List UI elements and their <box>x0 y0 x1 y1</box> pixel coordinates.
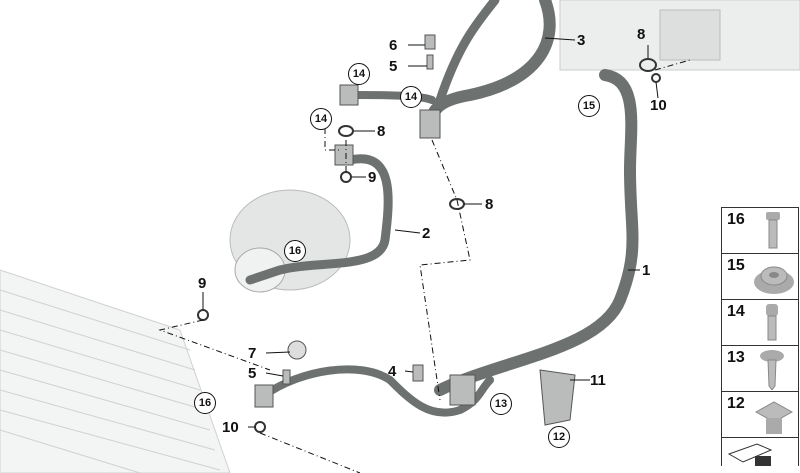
hex-flange-nut-icon <box>754 266 794 294</box>
callout-4: 4 <box>388 363 397 380</box>
washer-screw-icon <box>760 350 784 390</box>
legend-label: 15 <box>727 257 745 274</box>
callout-8: 8 <box>377 123 386 140</box>
callout-1: 1 <box>642 262 651 279</box>
callout-10: 10 <box>222 419 239 436</box>
hose-top <box>435 0 500 105</box>
circled-callout-13: 13 <box>490 393 512 415</box>
callout-8: 8 <box>485 196 494 213</box>
fastener-legend: 16 15 14 13 12 <box>721 207 799 466</box>
callout-9: 9 <box>368 169 377 186</box>
bracket-icon <box>727 443 772 466</box>
legend-label: 14 <box>727 303 745 320</box>
callout-10: 10 <box>650 97 667 114</box>
condenser-illustration <box>0 269 231 473</box>
clip-nut-icon <box>754 401 794 434</box>
circled-callout-14: 14 <box>400 86 422 108</box>
callout-11: 11 <box>590 372 606 389</box>
leader-lines <box>202 37 659 428</box>
legend-item-15: 15 <box>721 253 799 299</box>
hose-1 <box>434 69 639 396</box>
callout-2: 2 <box>422 225 431 242</box>
legend-item-12: 12 <box>721 391 799 437</box>
hoses <box>245 0 639 417</box>
callout-8: 8 <box>637 26 646 43</box>
flange-bolt-icon <box>766 212 780 249</box>
callout-3: 3 <box>577 32 586 49</box>
legend-item-14: 14 <box>721 299 799 345</box>
legend-label: 13 <box>727 349 745 366</box>
socket-bolt-icon <box>766 304 778 341</box>
callout-5: 5 <box>389 58 398 75</box>
hose-lower <box>261 365 494 417</box>
evaporator-illustration <box>559 0 800 71</box>
circled-callout-12: 12 <box>548 426 570 448</box>
legend-label: 12 <box>727 395 745 412</box>
callout-6: 6 <box>389 37 398 54</box>
legend-item-13: 13 <box>721 345 799 391</box>
legend-item-bracket <box>721 437 799 466</box>
circled-callout-16: 16 <box>194 392 216 414</box>
circled-callout-16: 16 <box>284 240 306 262</box>
legend-label: 16 <box>727 211 745 228</box>
hose-3 <box>425 0 556 131</box>
small-parts <box>197 34 661 433</box>
callout-7: 7 <box>248 345 257 362</box>
callout-9: 9 <box>198 275 207 292</box>
hose-2 <box>245 154 393 285</box>
circled-callout-14: 14 <box>310 108 332 130</box>
circled-callout-14: 14 <box>348 63 370 85</box>
dash-lines <box>158 59 691 473</box>
callout-5: 5 <box>248 365 257 382</box>
legend-item-16: 16 <box>721 207 799 253</box>
circled-callout-15: 15 <box>578 95 600 117</box>
